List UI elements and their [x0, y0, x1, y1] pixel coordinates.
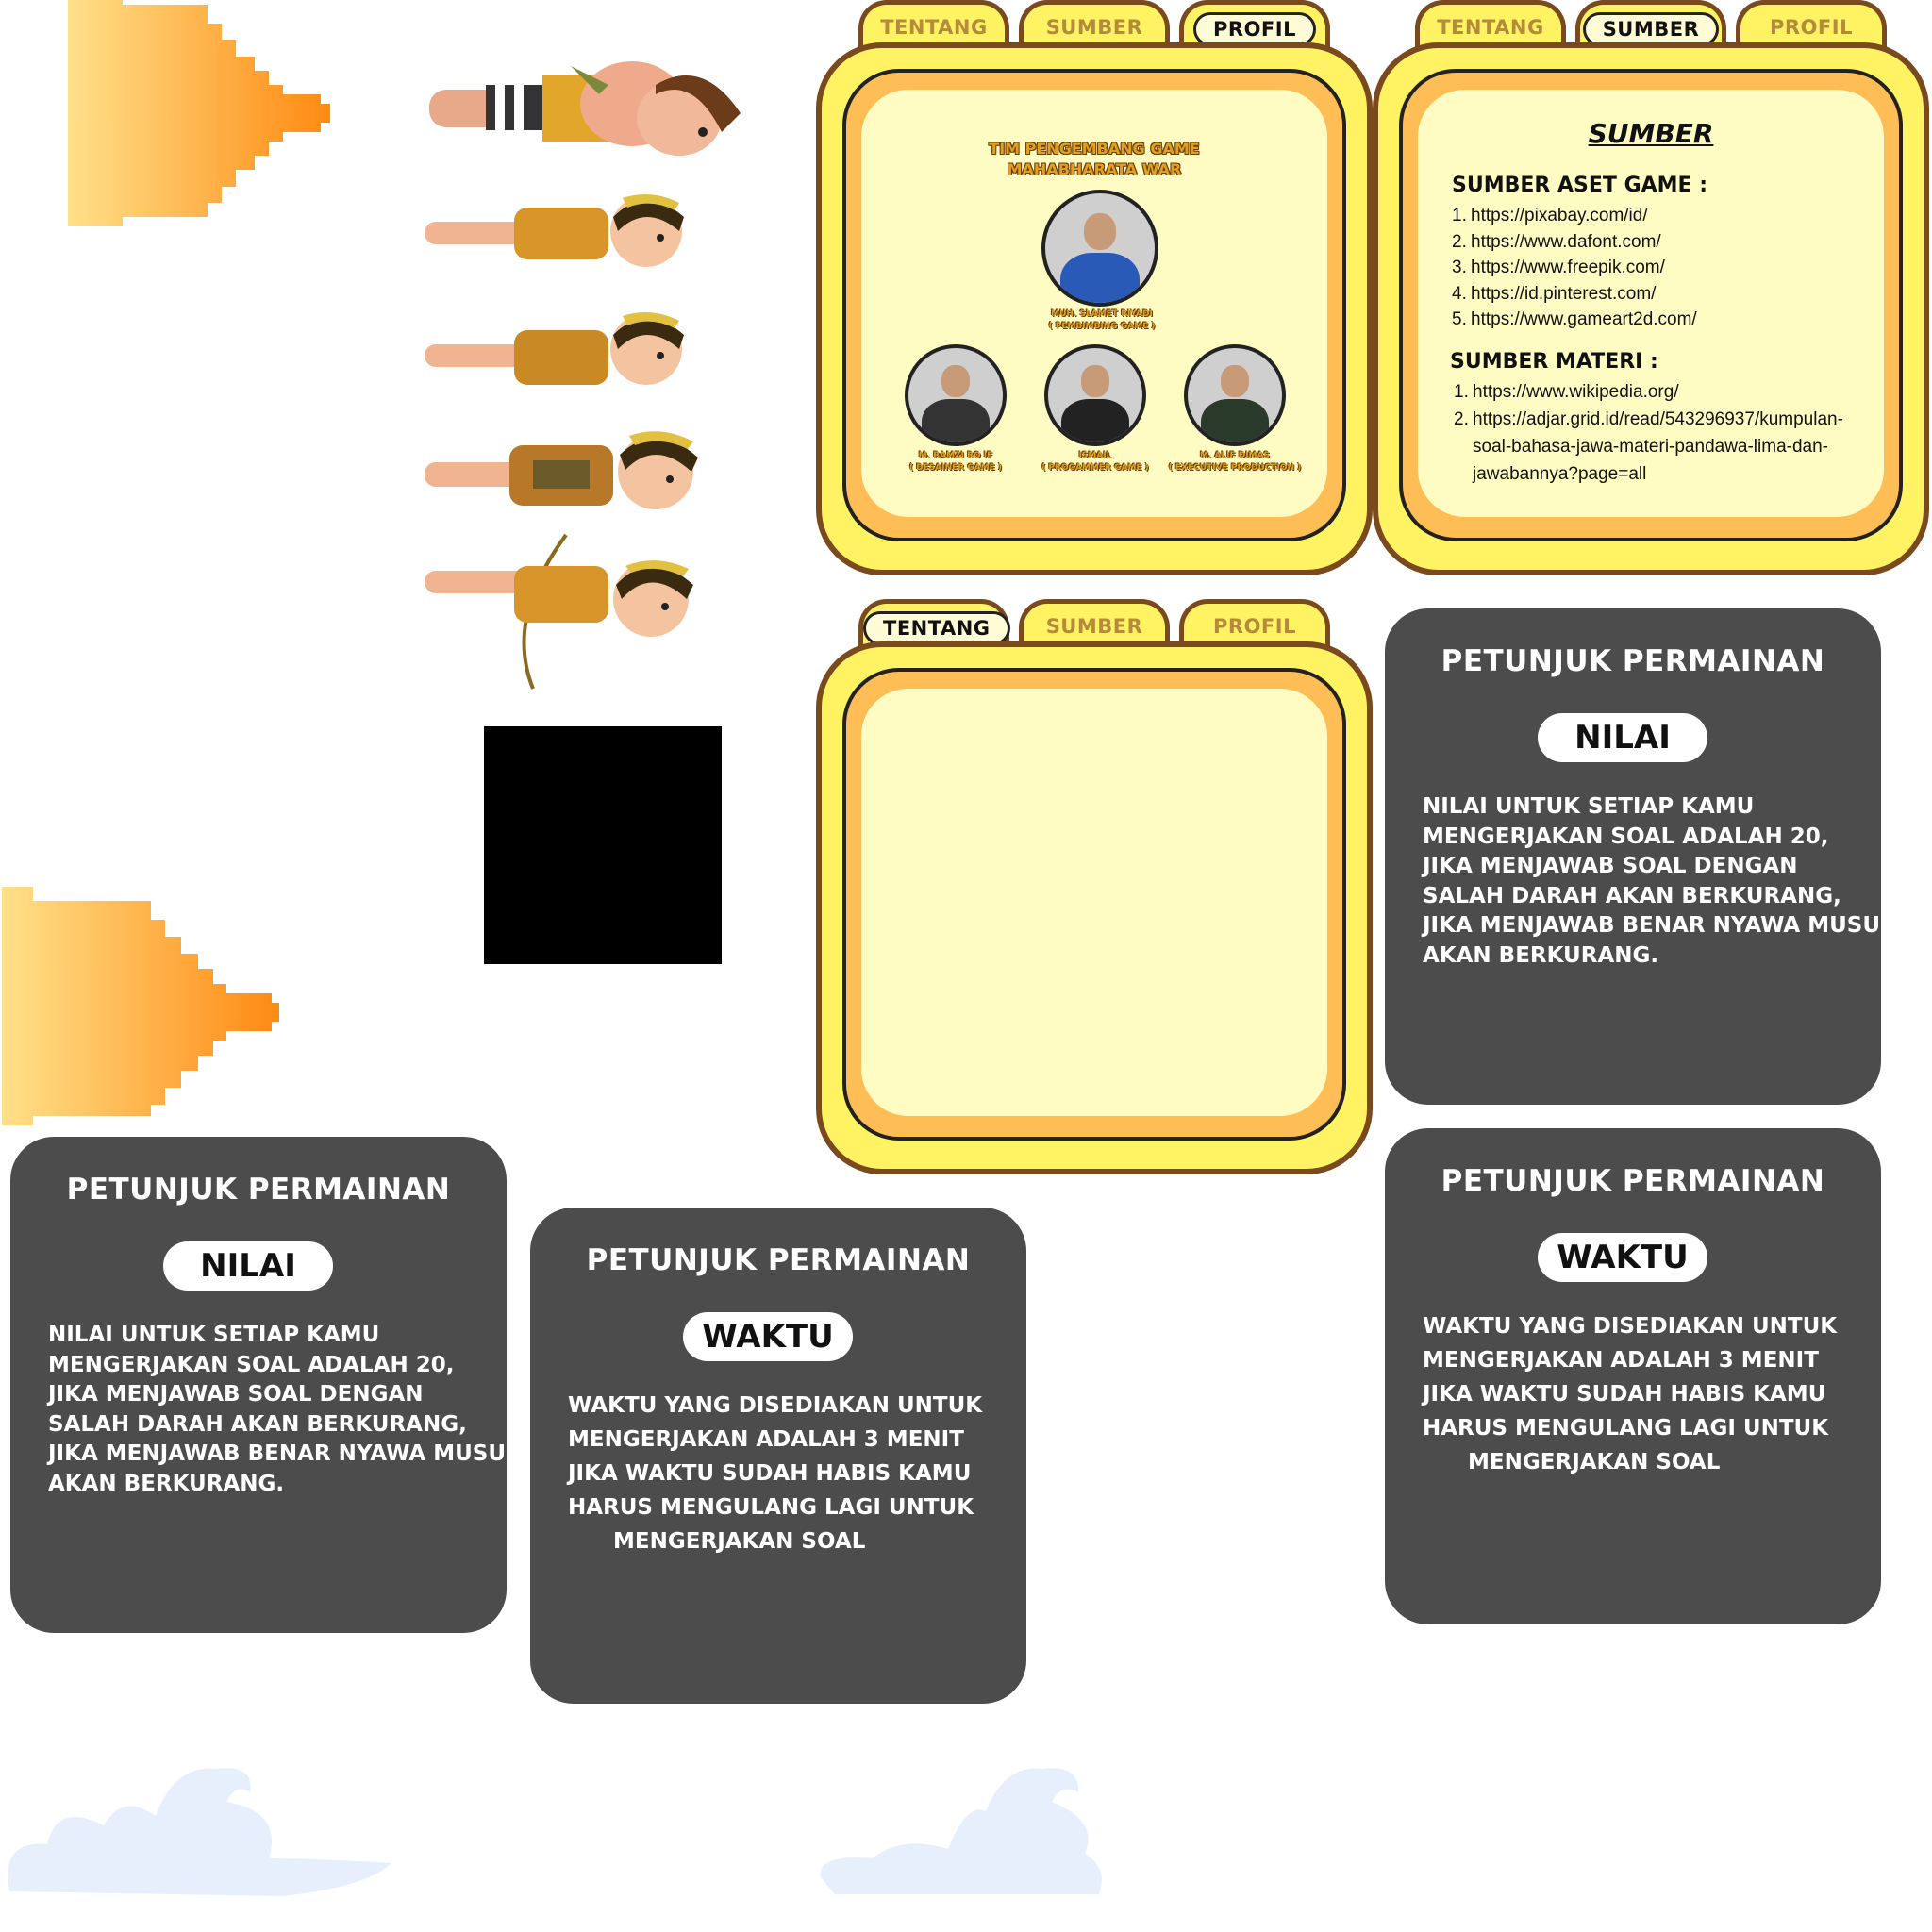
panel-frame — [816, 641, 1373, 1174]
list-item[interactable]: 3.https://www.freepik.com/ — [1452, 258, 1665, 277]
list-item[interactable]: 4.https://id.pinterest.com/ — [1452, 283, 1657, 304]
card-text: NILAI UNTUK SETIAP KAMU MENGERJAKAN SOAL… — [48, 1323, 525, 1496]
avatar-lead — [1041, 190, 1158, 307]
card-label: NILAI — [163, 1241, 333, 1291]
member-caption: M. ALIF DIMAS( EXECUTIVE PRODUCTION ) — [1168, 451, 1302, 473]
materi-heading: SUMBER MATERI : — [1450, 350, 1658, 374]
list-item[interactable]: 2.https://adjar.grid.id/read/543296937/k… — [1454, 409, 1843, 429]
pandawa-character-icon — [425, 533, 693, 690]
card-text: WAKTU YANG DISEDIAKAN UNTUK MENGERJAKAN … — [1423, 1314, 1838, 1474]
gate-arrow-icon — [68, 0, 330, 226]
card-title: PETUNJUK PERMAINAN — [586, 1243, 971, 1277]
list-item[interactable]: 1.https://www.wikipedia.org/ — [1454, 382, 1679, 402]
list-item[interactable]: 2.https://www.dafont.com/ — [1452, 231, 1661, 252]
tab-tentang[interactable]: TENTANG — [858, 599, 1010, 652]
sumber-title: SUMBER — [1588, 118, 1714, 149]
panel-frame: TIM PENGEMBANG GAME MAHABHARATA WAR MUH.… — [816, 42, 1373, 575]
materi-list: 1.https://www.wikipedia.org/ 2.https://a… — [1454, 378, 1843, 488]
pandawa-character-icon — [425, 194, 684, 267]
panel-content — [861, 689, 1327, 1116]
instruction-card-waktu: PETUNJUK PERMAINAN WAKTU WAKTU YANG DISE… — [1385, 1128, 1881, 1624]
card-title: PETUNJUK PERMAINAN — [1441, 644, 1825, 678]
panel-content: SUMBER SUMBER ASET GAME : 1.https://pixa… — [1418, 90, 1884, 517]
panel-frame: SUMBER SUMBER ASET GAME : 1.https://pixa… — [1373, 42, 1929, 575]
avatar-member — [1044, 344, 1146, 446]
instruction-card-waktu: PETUNJUK PERMAINAN WAKTU WAKTU YANG DISE… — [530, 1208, 1026, 1704]
card-label: NILAI — [1538, 713, 1707, 762]
profil-panel: TENTANG SUMBER PROFIL TIM PENGEMBANG GAM… — [816, 0, 1373, 575]
gate-arrow-icon — [2, 887, 279, 1125]
card-label: WAKTU — [683, 1312, 853, 1361]
cloud-icon — [820, 1768, 1102, 1894]
member-caption: ISMAIL( PROGAMMER GAME ) — [1041, 451, 1149, 473]
panel-content: TIM PENGEMBANG GAME MAHABHARATA WAR MUH.… — [861, 90, 1327, 517]
list-item-continued: soal-bahasa-jawa-materi-pandawa-lima-dan… — [1473, 437, 1829, 457]
aset-list: 1.https://pixabay.com/id/ 2.https://www.… — [1452, 203, 1697, 333]
card-title: PETUNJUK PERMAINAN — [66, 1173, 451, 1207]
pandawa-character-icon — [425, 312, 684, 385]
list-item-continued: jawabannya?page=all — [1473, 464, 1647, 484]
cloud-icon — [8, 1768, 391, 1896]
pandawa-character-icon — [429, 61, 741, 156]
black-placeholder-box — [484, 726, 722, 964]
card-title: PETUNJUK PERMAINAN — [1441, 1164, 1825, 1198]
member-caption: M. RAMZI RO IF( DESAINER GAME ) — [908, 451, 1003, 473]
card-text: WAKTU YANG DISEDIAKAN UNTUK MENGERJAKAN … — [568, 1393, 983, 1554]
tentang-panel: TENTANG SUMBER PROFIL — [816, 599, 1373, 1174]
aset-heading: SUMBER ASET GAME : — [1452, 174, 1708, 197]
profil-title: TIM PENGEMBANG GAME MAHABHARATA WAR — [989, 140, 1200, 178]
sumber-panel: TENTANG SUMBER PROFIL SUMBER SUMBER ASET… — [1373, 0, 1929, 575]
avatar-member — [905, 344, 1007, 446]
avatar-member — [1184, 344, 1286, 446]
card-text: NILAI UNTUK SETIAP KAMU MENGERJAKAN SOAL… — [1423, 794, 1899, 968]
instruction-card-nilai: PETUNJUK PERMAINAN NILAI NILAI UNTUK SET… — [10, 1137, 525, 1633]
card-label: WAKTU — [1538, 1233, 1707, 1282]
instruction-card-nilai: PETUNJUK PERMAINAN NILAI NILAI UNTUK SET… — [1385, 608, 1899, 1105]
lead-caption: MUH. SLAMET RIYADI( PEMBIMBING GAME ) — [1048, 309, 1156, 331]
pandawa-character-icon — [425, 431, 698, 509]
list-item[interactable]: 5.https://www.gameart2d.com/ — [1452, 309, 1697, 329]
list-item[interactable]: 1.https://pixabay.com/id/ — [1452, 206, 1648, 225]
